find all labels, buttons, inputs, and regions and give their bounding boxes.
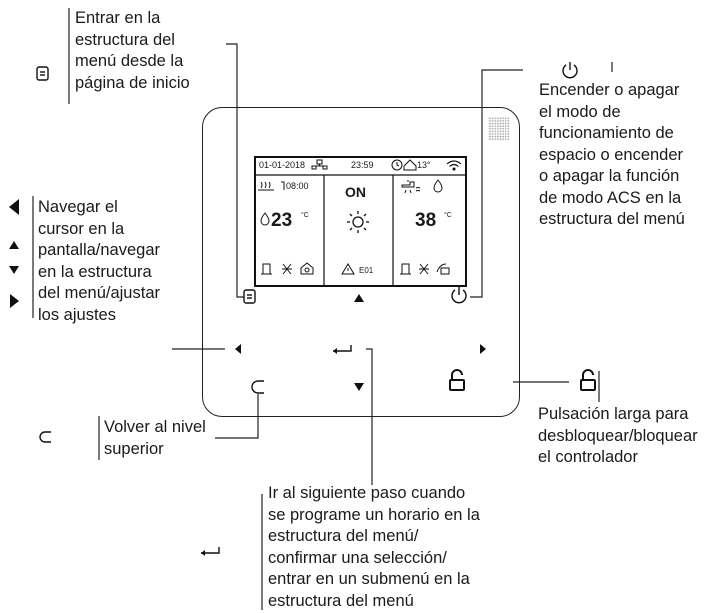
left-arrow-icon — [9, 199, 19, 215]
navigate-line: en la estructura — [38, 262, 152, 281]
power-line: de modo ACS en la — [539, 188, 682, 207]
unlock-line: el controlador — [538, 448, 638, 466]
mode-status: ON — [345, 184, 366, 200]
dhw-temp-unit: °C — [444, 212, 452, 219]
unlock-line: Pulsación larga para — [538, 405, 689, 423]
menu-line: menú desde la — [75, 52, 184, 70]
enter-line: estructura del menú — [268, 591, 414, 610]
screen-date: 01-01-2018 — [259, 160, 306, 170]
back-line: superior — [104, 439, 164, 458]
power-line: espacio o encender — [539, 145, 684, 164]
power-line: funcionamiento de — [539, 124, 674, 142]
unlock-line: desbloquear/bloquear — [538, 426, 698, 445]
controller-body — [202, 107, 520, 417]
dhw-temp: 38 — [415, 210, 437, 231]
power-line: o apagar la función — [539, 167, 680, 185]
error-code: E01 — [359, 266, 374, 275]
navigate-line: cursor en la — [38, 219, 125, 238]
solar-icon — [436, 263, 447, 273]
enter-line: Ir al siguiente paso cuando — [268, 484, 466, 502]
right-arrow-icon — [10, 294, 19, 308]
unlock-annotation: Pulsación larga para desbloquear/bloquea… — [538, 404, 698, 469]
enter-line: se programe un horario en la — [268, 505, 480, 524]
screen-time: 23:59 — [351, 160, 374, 170]
power-line: estructura del menú — [539, 210, 685, 228]
up-arrow-icon — [9, 241, 19, 249]
navigate-annotation: Navegar el cursor en la pantalla/navegar… — [38, 197, 160, 326]
back-line: Volver al nivel — [104, 418, 206, 436]
room-temp: 23 — [271, 210, 293, 231]
power-line: Encender o apagar — [539, 81, 680, 99]
flame-icon — [433, 179, 443, 193]
back-button-icon — [251, 380, 264, 394]
back-icon — [39, 431, 51, 443]
enter-annotation: Ir al siguiente paso cuando se programe … — [268, 483, 480, 612]
power-line: el modo de — [539, 102, 621, 121]
navigate-line: pantalla/navegar — [38, 241, 161, 259]
lock-button-icon — [449, 369, 465, 391]
navigate-line: del menú/ajustar — [38, 284, 160, 302]
enter-button-icon — [333, 345, 352, 352]
back-annotation: Volver al nivel superior — [104, 417, 206, 460]
power-annotation: Encender o apagar el modo de funcionamie… — [539, 80, 685, 231]
power-button-icon — [451, 289, 467, 304]
menu-button-icon — [243, 289, 256, 304]
navigate-line: los ajustes — [38, 305, 116, 324]
power-icon — [562, 64, 578, 79]
menu-icon — [36, 66, 49, 81]
down-arrow-icon — [9, 266, 19, 274]
enter-line: confirmar una selección/ — [268, 548, 447, 567]
navigate-line: Navegar el — [38, 198, 118, 216]
room-temp-unit: °C — [301, 212, 309, 219]
up-arrow-button — [354, 294, 364, 302]
schedule-time: 08:00 — [286, 181, 309, 191]
right-arrow-button — [480, 344, 486, 354]
outdoor-temp: 13° — [417, 160, 431, 170]
enter-icon — [201, 547, 220, 554]
fan-icon — [419, 263, 429, 275]
menu-annotation: Entrar en la estructura del menú desde l… — [75, 8, 190, 94]
menu-line: página de inicio — [75, 73, 190, 92]
left-arrow-button — [235, 344, 241, 354]
lock-icon — [580, 369, 596, 391]
fan-icon — [282, 263, 292, 275]
menu-line: estructura del — [75, 30, 175, 49]
enter-line: estructura del menú/ — [268, 527, 419, 545]
eco-home-icon — [300, 262, 314, 275]
down-arrow-button — [354, 383, 364, 391]
enter-line: entrar en un submenú en la — [268, 570, 470, 588]
menu-line: Entrar en la — [75, 9, 161, 27]
